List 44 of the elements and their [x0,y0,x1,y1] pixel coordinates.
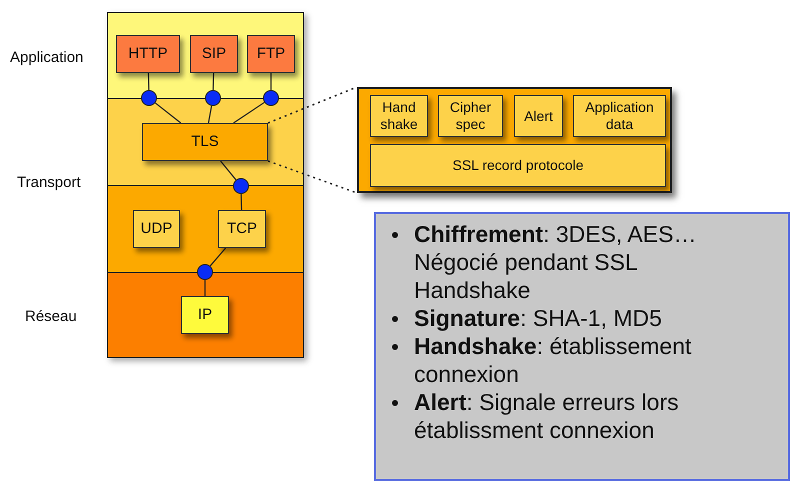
protocol-box [142,123,268,161]
box-label: FTP [256,44,286,64]
protocol-box [247,35,295,73]
protocol-box [181,296,229,334]
connector-line [210,248,226,266]
connector-line [270,73,272,90]
box-label: Hand shake [379,99,419,133]
connector-line [220,160,236,180]
box-label: Cipher spec [448,99,492,133]
box-label: IP [198,304,212,325]
box-label: TLS [191,132,219,152]
connector-line [233,102,265,124]
protocol-box [438,95,503,137]
protocol-box [370,144,666,187]
box-label: UDP [140,218,172,239]
bullet-item: Chiffrement: 3DES, AES… Négocié pendant SSL Handshake [414,220,698,304]
box-label: HTTP [128,44,168,64]
box-label: Alert [524,108,553,124]
bullet-item: Signature: SHA-1, MD5 [414,304,662,332]
protocol-box [218,210,266,248]
protocol-box [116,35,180,73]
connector-line [154,102,182,124]
protocol-box [573,95,666,137]
connector-line [240,194,242,210]
record-layer-panel [357,87,672,193]
box-label: TCP [227,218,257,239]
layer-label: Transport [17,173,81,193]
box-label: Application data [584,99,655,133]
connector-line [148,72,150,90]
box-label: SIP [202,44,226,64]
protocol-box [133,210,180,248]
connector-line [204,280,206,296]
connector-line [208,106,212,124]
protocol-box [514,95,563,137]
box-label: SSL record protocole [452,157,584,174]
protocol-box [370,95,428,137]
protocol-box [190,35,238,73]
zoom-line [268,160,358,194]
bullet-item: Handshake: établissement connexion [414,332,692,388]
connector-line [212,72,214,90]
bullet-item: Alert: Signale erreurs lors établissment connexion [414,388,680,444]
layer-label: Réseau [25,307,77,327]
layer-label: Application [10,48,84,68]
bullet-panel [374,212,790,481]
